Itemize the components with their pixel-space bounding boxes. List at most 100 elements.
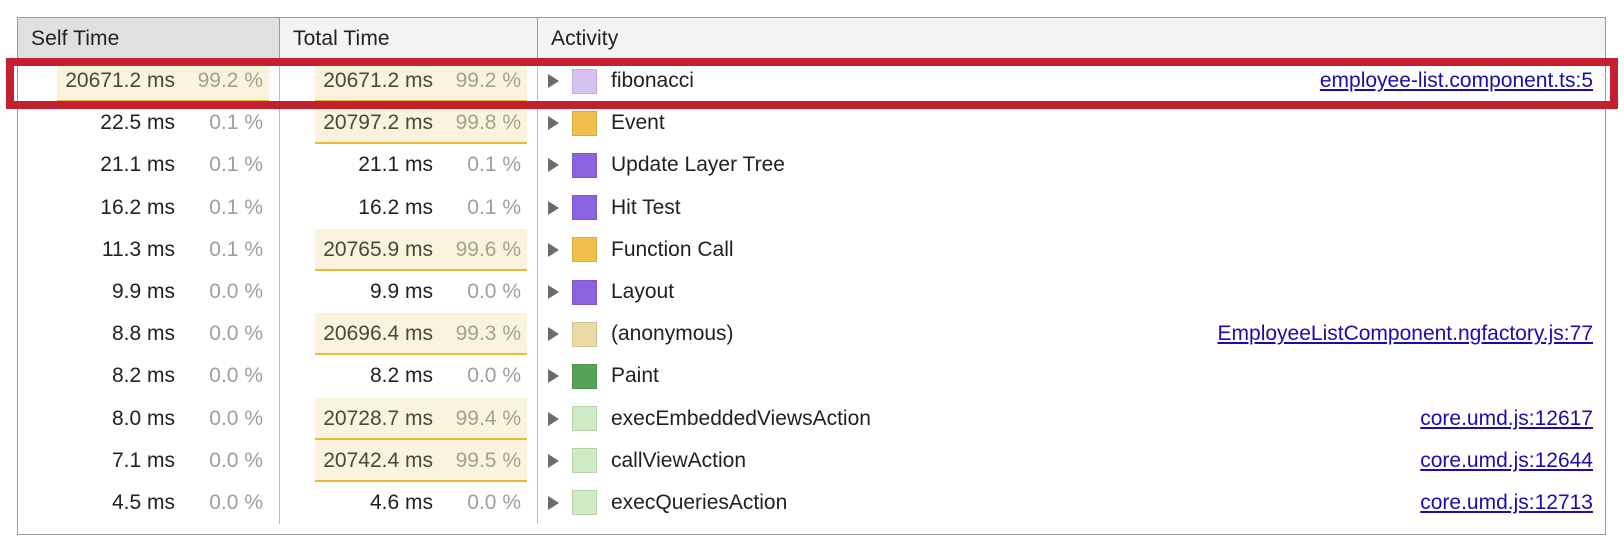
total-time-ms: 20671.2 ms — [323, 69, 433, 93]
expand-triangle-icon[interactable] — [548, 116, 559, 131]
cell-activity: Hit Test — [538, 187, 1605, 229]
total-time-ms: 20742.4 ms — [323, 448, 433, 472]
column-header-self-time[interactable]: Self Time — [18, 18, 280, 59]
self-time-percent: 0.0 % — [209, 490, 263, 514]
total-time-percent: 99.6 % — [455, 237, 521, 261]
self-time-percent: 0.0 % — [209, 364, 263, 388]
total-time-value-group: 20742.4 ms 99.5 % — [315, 439, 527, 483]
expand-triangle-icon[interactable] — [548, 74, 559, 89]
cell-self-time: 7.1 ms 0.0 % — [18, 439, 280, 482]
self-time-ms: 7.1 ms — [111, 448, 175, 472]
self-time-ms: 9.9 ms — [111, 280, 175, 304]
activity-color-swatch-icon — [572, 237, 597, 263]
activity-label: Layout — [611, 280, 675, 304]
cell-self-time: 9.9 ms 0.0 % — [18, 270, 280, 314]
bottom-up-tree-table: Self Time Total Time Activity 20671.2 ms… — [17, 17, 1606, 535]
expand-triangle-icon[interactable] — [548, 453, 559, 468]
expand-triangle-icon[interactable] — [548, 495, 559, 510]
cell-activity: (anonymous) EmployeeListComponent.ngfacto… — [538, 313, 1605, 355]
expand-triangle-icon[interactable] — [548, 242, 559, 257]
source-location-link[interactable]: core.umd.js:12713 — [1420, 490, 1593, 514]
table-row[interactable]: 7.1 ms 0.0 % 20742.4 ms 99.5 % callViewActio… — [18, 439, 1605, 483]
total-time-percent: 0.0 % — [467, 364, 521, 388]
total-time-percent: 99.8 % — [455, 111, 521, 135]
activity-color-swatch-icon — [572, 279, 597, 305]
activity-color-swatch-icon — [572, 363, 597, 389]
total-time-percent: 99.2 % — [455, 69, 521, 93]
source-location-link[interactable]: core.umd.js:12617 — [1420, 406, 1593, 430]
self-time-ms: 11.3 ms — [101, 237, 175, 261]
self-time-percent: 0.0 % — [209, 448, 263, 472]
source-location-link[interactable]: employee-list.component.ts:5 — [1319, 69, 1593, 93]
total-time-ms: 16.2 ms — [358, 195, 433, 219]
total-time-percent: 99.5 % — [455, 448, 521, 472]
activity-color-swatch-icon — [572, 406, 597, 432]
cell-activity: Function Call — [538, 229, 1605, 271]
total-time-percent: 99.4 % — [455, 406, 521, 430]
activity-label: (anonymous) — [611, 322, 734, 346]
cell-activity: Update Layer Tree — [538, 144, 1605, 186]
self-time-percent: 0.0 % — [209, 322, 263, 346]
expand-triangle-icon[interactable] — [548, 411, 559, 426]
cell-self-time: 22.5 ms 0.1 % — [18, 102, 280, 145]
self-time-percent: 0.0 % — [209, 280, 263, 304]
activity-label: Paint — [611, 364, 659, 388]
self-time-ms: 16.2 ms — [100, 195, 175, 219]
source-location-link[interactable]: EmployeeListComponent.ngfactory.js:77 — [1217, 322, 1593, 346]
column-header-activity[interactable]: Activity — [538, 18, 1605, 59]
expand-triangle-icon[interactable] — [548, 158, 559, 173]
expand-triangle-icon[interactable] — [548, 285, 559, 300]
self-time-value-group: 7.1 ms 0.0 % — [104, 440, 269, 482]
self-time-percent: 0.1 % — [209, 111, 263, 135]
activity-color-swatch-icon — [572, 68, 597, 94]
expand-triangle-icon[interactable] — [548, 369, 559, 384]
total-time-ms: 21.1 ms — [358, 153, 433, 177]
self-time-value-group: 22.5 ms 0.1 % — [92, 102, 269, 144]
column-header-total-time[interactable]: Total Time — [280, 18, 538, 59]
total-time-percent: 0.0 % — [467, 280, 521, 304]
self-time-ms: 22.5 ms — [100, 111, 175, 135]
self-time-ms: 21.1 ms — [100, 153, 175, 177]
activity-label: Update Layer Tree — [611, 153, 785, 177]
expand-triangle-icon[interactable] — [548, 200, 559, 215]
expand-triangle-icon[interactable] — [548, 327, 559, 342]
activity-label: fibonacci — [611, 69, 694, 93]
source-location-link[interactable]: core.umd.js:12644 — [1420, 448, 1593, 472]
total-time-value-group: 20671.2 ms 99.2 % — [315, 60, 527, 103]
cell-activity: fibonacci employee-list.component.ts:5 — [538, 60, 1605, 102]
total-time-percent: 0.0 % — [467, 490, 521, 514]
cell-total-time: 20742.4 ms 99.5 % — [280, 439, 538, 483]
